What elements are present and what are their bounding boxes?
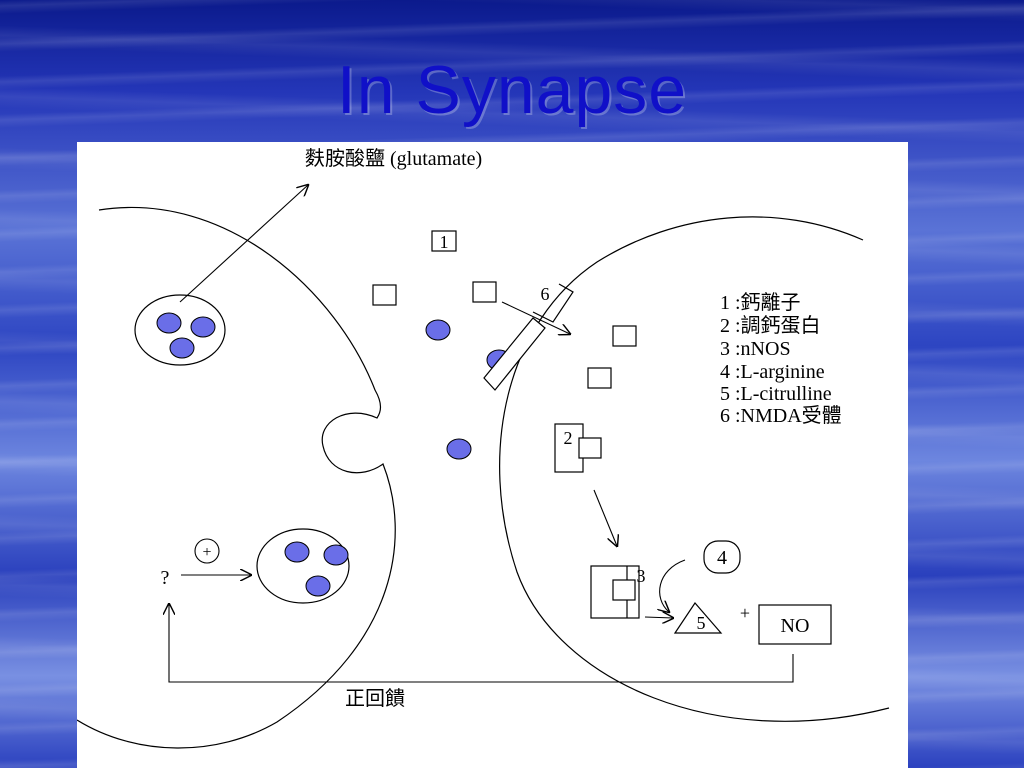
legend-item-6: 6 :NMDA受體	[720, 404, 842, 427]
glutamate-dot	[323, 544, 349, 566]
no-box	[758, 604, 832, 645]
legend-item-4: 4 :L-arginine	[720, 361, 825, 383]
marker-6: 6	[541, 284, 550, 304]
feedback-loop	[169, 604, 794, 683]
calcium-box-labeled	[431, 230, 457, 252]
calcium-square	[372, 284, 397, 306]
legend-item-5: 5 :L-citrulline	[720, 383, 832, 405]
calcium-square	[472, 281, 497, 303]
calmodulin-inner	[578, 437, 602, 459]
vesicle-top	[134, 294, 226, 366]
question-mark: ?	[161, 567, 170, 589]
slide-title: In Synapse	[336, 52, 688, 128]
vesicle-bottom	[256, 528, 350, 604]
calcium-square	[612, 325, 637, 347]
conversion-arrow	[660, 559, 686, 612]
glutamate-dot	[425, 319, 451, 341]
glutamate-dot	[169, 337, 195, 359]
plus-sign: +	[740, 603, 750, 623]
no-label: NO	[781, 615, 810, 637]
plus-circle-sign: +	[202, 544, 211, 561]
calcium-square	[587, 367, 612, 389]
nnos-inner	[612, 579, 636, 601]
glutamate-dot	[305, 575, 331, 597]
synapse-diagram: 麩胺酸鹽 (glutamate) 1 6 1 :鈣離子 2 :調鈣蛋白 3 :n…	[77, 147, 890, 749]
glutamate-dot	[446, 438, 472, 460]
glutamate-dot	[156, 312, 182, 334]
marker-3: 3	[637, 566, 646, 586]
calcium-influx-arrow	[501, 301, 570, 334]
legend-item-1: 1 :鈣離子	[720, 291, 801, 314]
release-arrow	[179, 185, 308, 303]
marker-4: 4	[717, 547, 727, 569]
diagram-panel: 麩胺酸鹽 (glutamate) 1 6 1 :鈣離子 2 :調鈣蛋白 3 :n…	[77, 142, 908, 768]
glutamate-dot	[284, 541, 310, 563]
plus-circle	[194, 538, 220, 564]
citrulline-triangle	[673, 602, 723, 634]
legend-item-2: 2 :調鈣蛋白	[720, 314, 821, 337]
marker-2: 2	[564, 428, 573, 448]
legend-item-3: 3 :nNOS	[720, 338, 791, 360]
product-arrow	[644, 617, 673, 618]
arginine-badge	[703, 540, 741, 574]
feedback-label: 正回饋	[345, 687, 405, 710]
postsynaptic-membrane	[499, 216, 890, 722]
nmda-receptor-cap	[532, 283, 574, 323]
nmda-receptor	[483, 317, 546, 391]
marker-1: 1	[440, 232, 449, 252]
glutamate-dot	[190, 316, 216, 338]
marker-5: 5	[697, 613, 706, 633]
calmodulin-box	[554, 423, 584, 473]
presynaptic-membrane	[77, 206, 396, 749]
glutamate-label: 麩胺酸鹽 (glutamate)	[305, 147, 482, 170]
activation-arrow	[593, 489, 617, 546]
legend: 1 :鈣離子 2 :調鈣蛋白 3 :nNOS 4 :L-arginine 5 :…	[720, 291, 842, 427]
